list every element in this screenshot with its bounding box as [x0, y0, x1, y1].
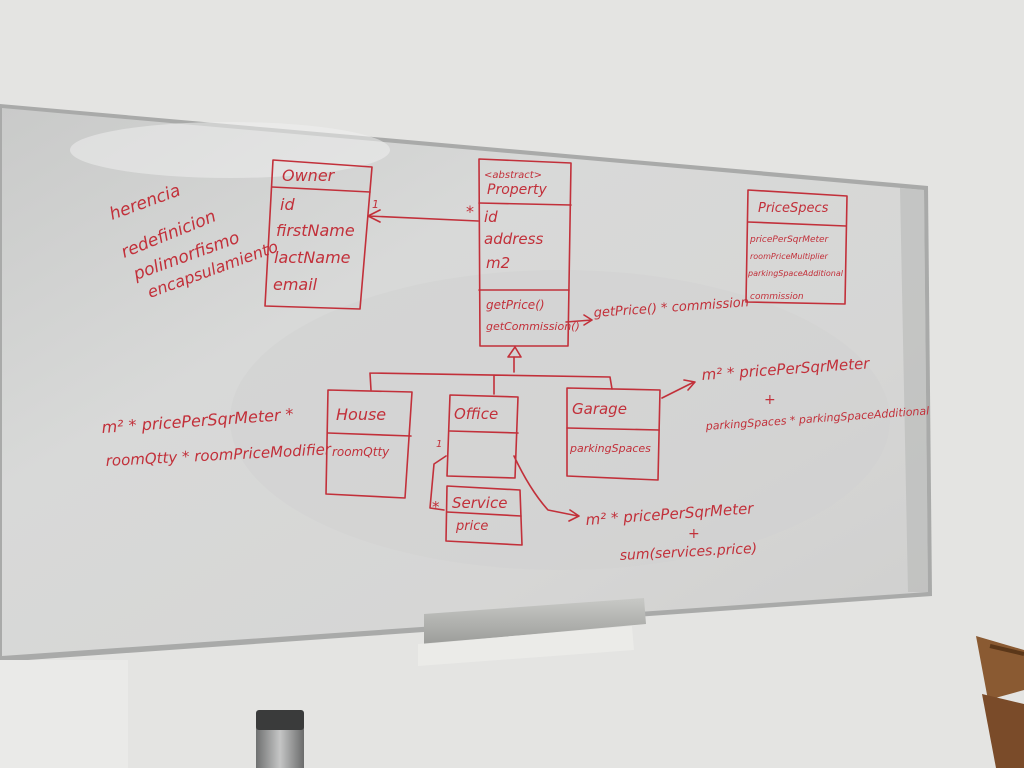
house-box — [325, 389, 413, 499]
owner-divider — [271, 186, 371, 193]
property-field-address: address — [484, 230, 543, 248]
office-divider — [449, 430, 519, 434]
owner-field-id: id — [280, 195, 295, 214]
pricespecs-divider — [747, 221, 847, 227]
composition-line — [429, 455, 447, 511]
house-field-roomqtty: roomQtty — [332, 445, 390, 459]
service-field-price: price — [455, 519, 488, 534]
property-title: Property — [487, 182, 548, 198]
property-method-getcommission: getCommission() — [486, 320, 580, 333]
property-field-m2: m2 — [486, 254, 510, 272]
property-stereotype: <abstract> — [484, 170, 542, 181]
service-divider — [446, 511, 522, 517]
garage-field-parkingspaces: parkingSpaces — [569, 442, 651, 455]
property-box — [478, 158, 572, 347]
whiteboard — [0, 104, 932, 662]
office-formula-plus: + — [688, 526, 700, 542]
property-field-id: id — [484, 208, 498, 226]
association-arrow — [367, 209, 479, 223]
pricespecs-title: PriceSpecs — [758, 201, 829, 216]
pricespecs-box — [745, 189, 848, 305]
house-title: House — [336, 405, 386, 424]
garage-divider — [566, 427, 660, 431]
owner-field-email: email — [273, 275, 318, 294]
owner-field-lastname: lactName — [274, 248, 351, 267]
garage-formula-arrow — [661, 379, 696, 399]
service-multiplicity-one: 1 — [436, 439, 442, 450]
office-formula-line2: sum(services.price) — [619, 541, 757, 564]
garage-formula-plus: + — [764, 392, 776, 408]
house-divider — [327, 432, 412, 437]
commission-arrow — [565, 314, 593, 326]
pricespecs-field-commission: commission — [750, 292, 804, 302]
office-title: Office — [454, 405, 498, 423]
service-multiplicity-many: * — [432, 498, 440, 516]
inheritance-lines — [369, 356, 613, 395]
office-formula-arrow — [513, 455, 580, 522]
owner-title: Owner — [282, 166, 336, 185]
property-multiplicity: * — [466, 202, 474, 221]
chair — [976, 636, 1024, 768]
service-title: Service — [452, 494, 507, 512]
office-box — [446, 394, 519, 479]
pricespecs-field-psa: parkingSpaceAdditional — [747, 269, 844, 278]
paper-sheet — [0, 660, 128, 768]
pricespecs-field-ppsm: pricePerSqrMeter — [749, 235, 830, 245]
owner-box — [264, 159, 373, 310]
garage-box — [566, 387, 661, 481]
property-method-getprice: getPrice() — [486, 298, 545, 312]
owner-multiplicity: 1 — [372, 198, 379, 211]
service-box — [445, 485, 523, 546]
owner-field-firstname: firstName — [276, 221, 355, 240]
marker-tray — [418, 598, 646, 666]
property-divider-1 — [478, 202, 572, 206]
pricespecs-field-rpm: roomPriceMultiplier — [750, 252, 829, 261]
thermos-bottle — [256, 710, 304, 768]
garage-title: Garage — [572, 400, 627, 418]
